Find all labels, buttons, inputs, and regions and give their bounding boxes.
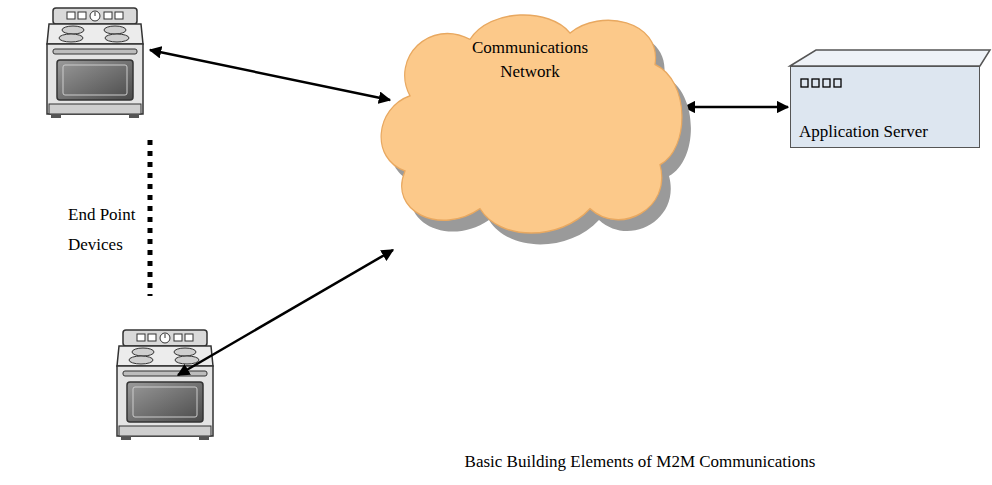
device-link bbox=[150, 50, 390, 100]
stove-icon bbox=[47, 8, 143, 118]
indicator-square bbox=[801, 79, 808, 87]
indicator-square bbox=[834, 79, 841, 87]
indicator-square bbox=[823, 79, 830, 87]
dotted-line bbox=[148, 140, 153, 296]
server-label: Application Server bbox=[799, 121, 928, 143]
cloud-shape bbox=[381, 15, 682, 233]
figure-caption: Basic Building Elements of M2M Communica… bbox=[430, 452, 850, 472]
network-label: Communications Network bbox=[465, 36, 595, 84]
group-label: End Point Devices bbox=[68, 200, 146, 260]
network-cloud: Communications Network bbox=[370, 8, 690, 240]
stove-icon bbox=[117, 330, 213, 440]
server-top bbox=[790, 50, 990, 66]
device-link bbox=[178, 250, 393, 375]
network-link bbox=[684, 106, 788, 109]
server-top-face bbox=[790, 50, 990, 66]
server-box: Application Server bbox=[790, 66, 980, 148]
indicator-square bbox=[812, 79, 819, 87]
